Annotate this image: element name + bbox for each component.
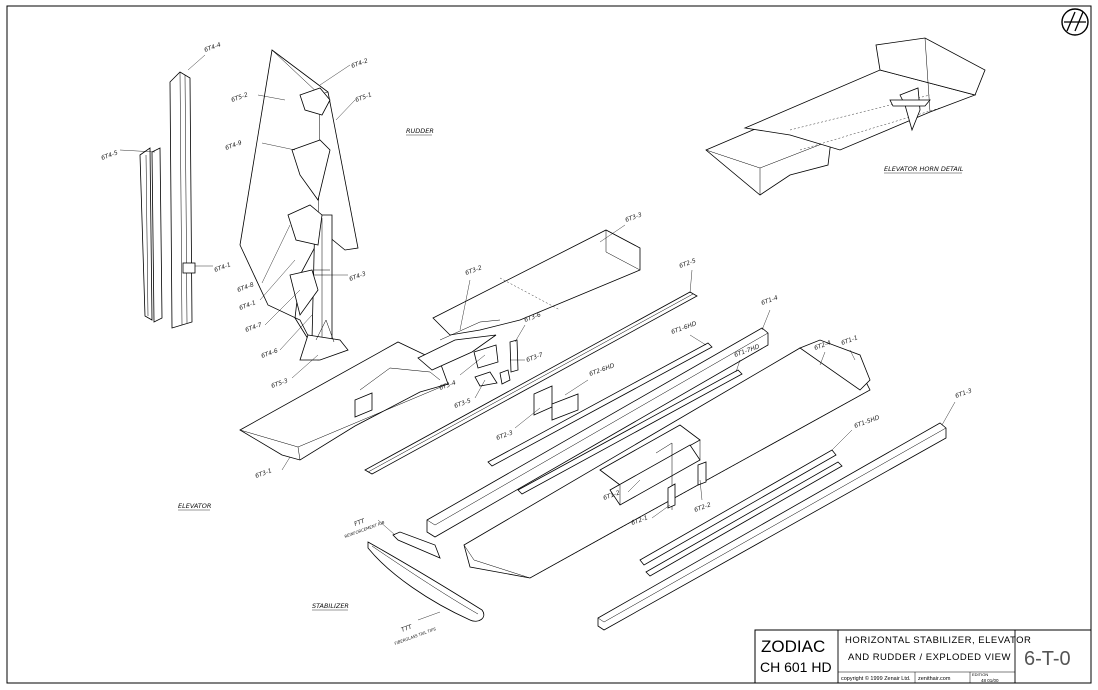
- label-6t4-9: 6T4-9: [224, 139, 243, 152]
- label-6t3-3: 6T3-3: [624, 211, 643, 224]
- label-ftt: FTT: [353, 517, 367, 528]
- caption-elevator: ELEVATOR: [178, 502, 211, 510]
- title-block: ZODIAC CH 601 HD HORIZONTAL STABILIZER, …: [754, 629, 1092, 684]
- rudder-assembly: [239, 49, 359, 361]
- label-6t4-7: 6T4-7: [244, 321, 263, 334]
- caption-stabilizer: STABILIZER: [312, 602, 349, 610]
- edition-date: 48 01/00: [981, 678, 999, 683]
- caption-elevator-horn-detail: ELEVATOR HORN DETAIL: [884, 165, 964, 173]
- website-text: zenithair.com: [918, 676, 951, 682]
- label-6t4-5: 6T4-5: [100, 149, 119, 162]
- label-6t4-4: 6T4-4: [203, 41, 222, 54]
- label-6t2-6hd: 6T2-6HD: [588, 362, 616, 378]
- stabilizer-tip-fairing: [367, 531, 485, 622]
- label-6t4-8: 6T4-8: [236, 281, 255, 294]
- label-6t1-4: 6T1-4: [760, 294, 779, 307]
- leader-lines: [119, 54, 956, 621]
- label-ttt: TTT: [400, 623, 414, 634]
- label-6t1-6hd: 6T1-6HD: [670, 320, 698, 336]
- elevator-spar-6t2-5: [364, 291, 698, 475]
- drawing-title-line1: HORIZONTAL STABILIZER, ELEVATOR: [845, 635, 1031, 646]
- label-6t4-1: 6T4-1: [213, 261, 232, 273]
- doubler-plates: [533, 385, 579, 421]
- zenith-logo-icon: [1061, 8, 1089, 36]
- label-6t1-5hd: 6T1-5HD: [853, 414, 881, 430]
- label-6t2-3: 6T2-3: [495, 429, 514, 442]
- label-6t2-2: 6T2-2: [693, 501, 712, 514]
- label-6t4-2: 6T4-2: [350, 57, 369, 70]
- elevator-horn-detail: [705, 37, 986, 196]
- label-6t3-7: 6T3-7: [525, 351, 544, 364]
- captions: RUDDER ELEVATOR STABILIZER ELEVATOR HORN…: [178, 127, 964, 611]
- label-6t5-1: 6T5-1: [354, 91, 373, 103]
- caption-rudder: RUDDER: [406, 127, 434, 135]
- label-6t4-1b: 6T4-1: [238, 299, 257, 311]
- label-6t4-3: 6T4-3: [348, 270, 367, 283]
- stabilizer-assembly: [426, 327, 947, 631]
- label-6t3-2: 6T3-2: [464, 264, 483, 277]
- brand-name: ZODIAC: [761, 637, 825, 656]
- label-6t5-2: 6T5-2: [230, 91, 249, 104]
- rudder-angles: [139, 71, 196, 329]
- drawing-title-line2: AND RUDDER / EXPLODED VIEW: [848, 652, 1011, 663]
- drawing-number: 6-T-0: [1024, 648, 1071, 670]
- label-6t1-1: 6T1-1: [840, 334, 859, 346]
- label-6t3-5: 6T3-5: [453, 397, 472, 410]
- label-6t5-3: 6T5-3: [270, 377, 289, 390]
- label-6t2-5: 6T2-5: [678, 257, 697, 270]
- edition-label: EDITION: [972, 672, 988, 677]
- label-6t4-6: 6T4-6: [260, 347, 279, 360]
- copyright-text: copyright © 1999 Zenair Ltd.: [841, 675, 911, 682]
- elevator-assembly: [239, 229, 641, 461]
- brand-model: CH 601 HD: [760, 659, 832, 675]
- label-6t3-1: 6T3-1: [254, 467, 273, 479]
- sheet-border: [6, 5, 1092, 684]
- label-6t1-3: 6T1-3: [954, 387, 973, 400]
